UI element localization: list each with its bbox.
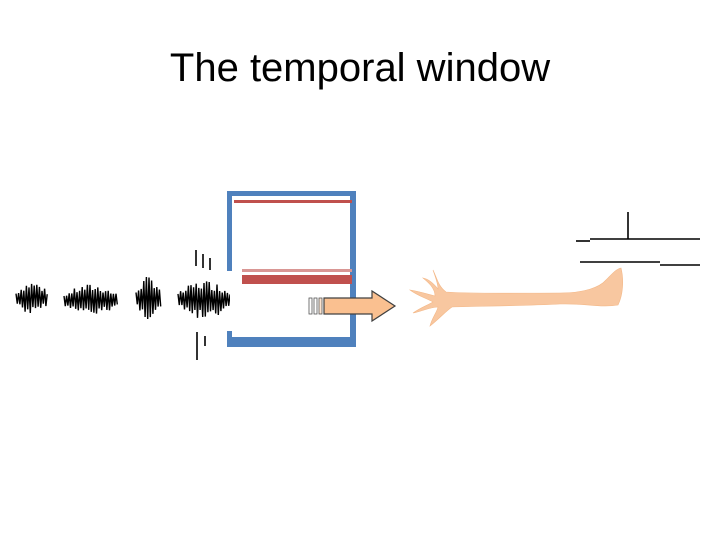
window-top-edge: [227, 191, 356, 196]
arrow-body: [323, 289, 397, 323]
slide-title: The temporal window: [169, 46, 551, 90]
window-bar-top: [234, 200, 352, 203]
waveform-burst: [177, 281, 232, 318]
waveform-burst: [135, 276, 162, 320]
window-right-edge: [350, 191, 356, 347]
window-left-edge: [227, 191, 232, 271]
temporal-window-frame: [227, 191, 356, 347]
window-bottom-edge: [227, 337, 356, 347]
neuron-body: [408, 267, 623, 327]
right-arrow-icon: [308, 289, 397, 323]
waveform-burst: [63, 284, 118, 314]
neuron-axon-icon: [408, 267, 623, 327]
window-mask: [230, 266, 244, 336]
window-bar-middle-thick: [242, 275, 352, 284]
window-bar-middle-thin: [242, 269, 352, 272]
arrow-tail-stripe-3: [318, 297, 323, 315]
arrow-tail-stripe-1: [308, 297, 313, 315]
spike-timeline-icon: [576, 212, 700, 266]
audio-waveform-icon: [15, 250, 232, 360]
arrow-tail-stripe-2: [313, 297, 318, 315]
waveform-burst: [15, 283, 48, 314]
